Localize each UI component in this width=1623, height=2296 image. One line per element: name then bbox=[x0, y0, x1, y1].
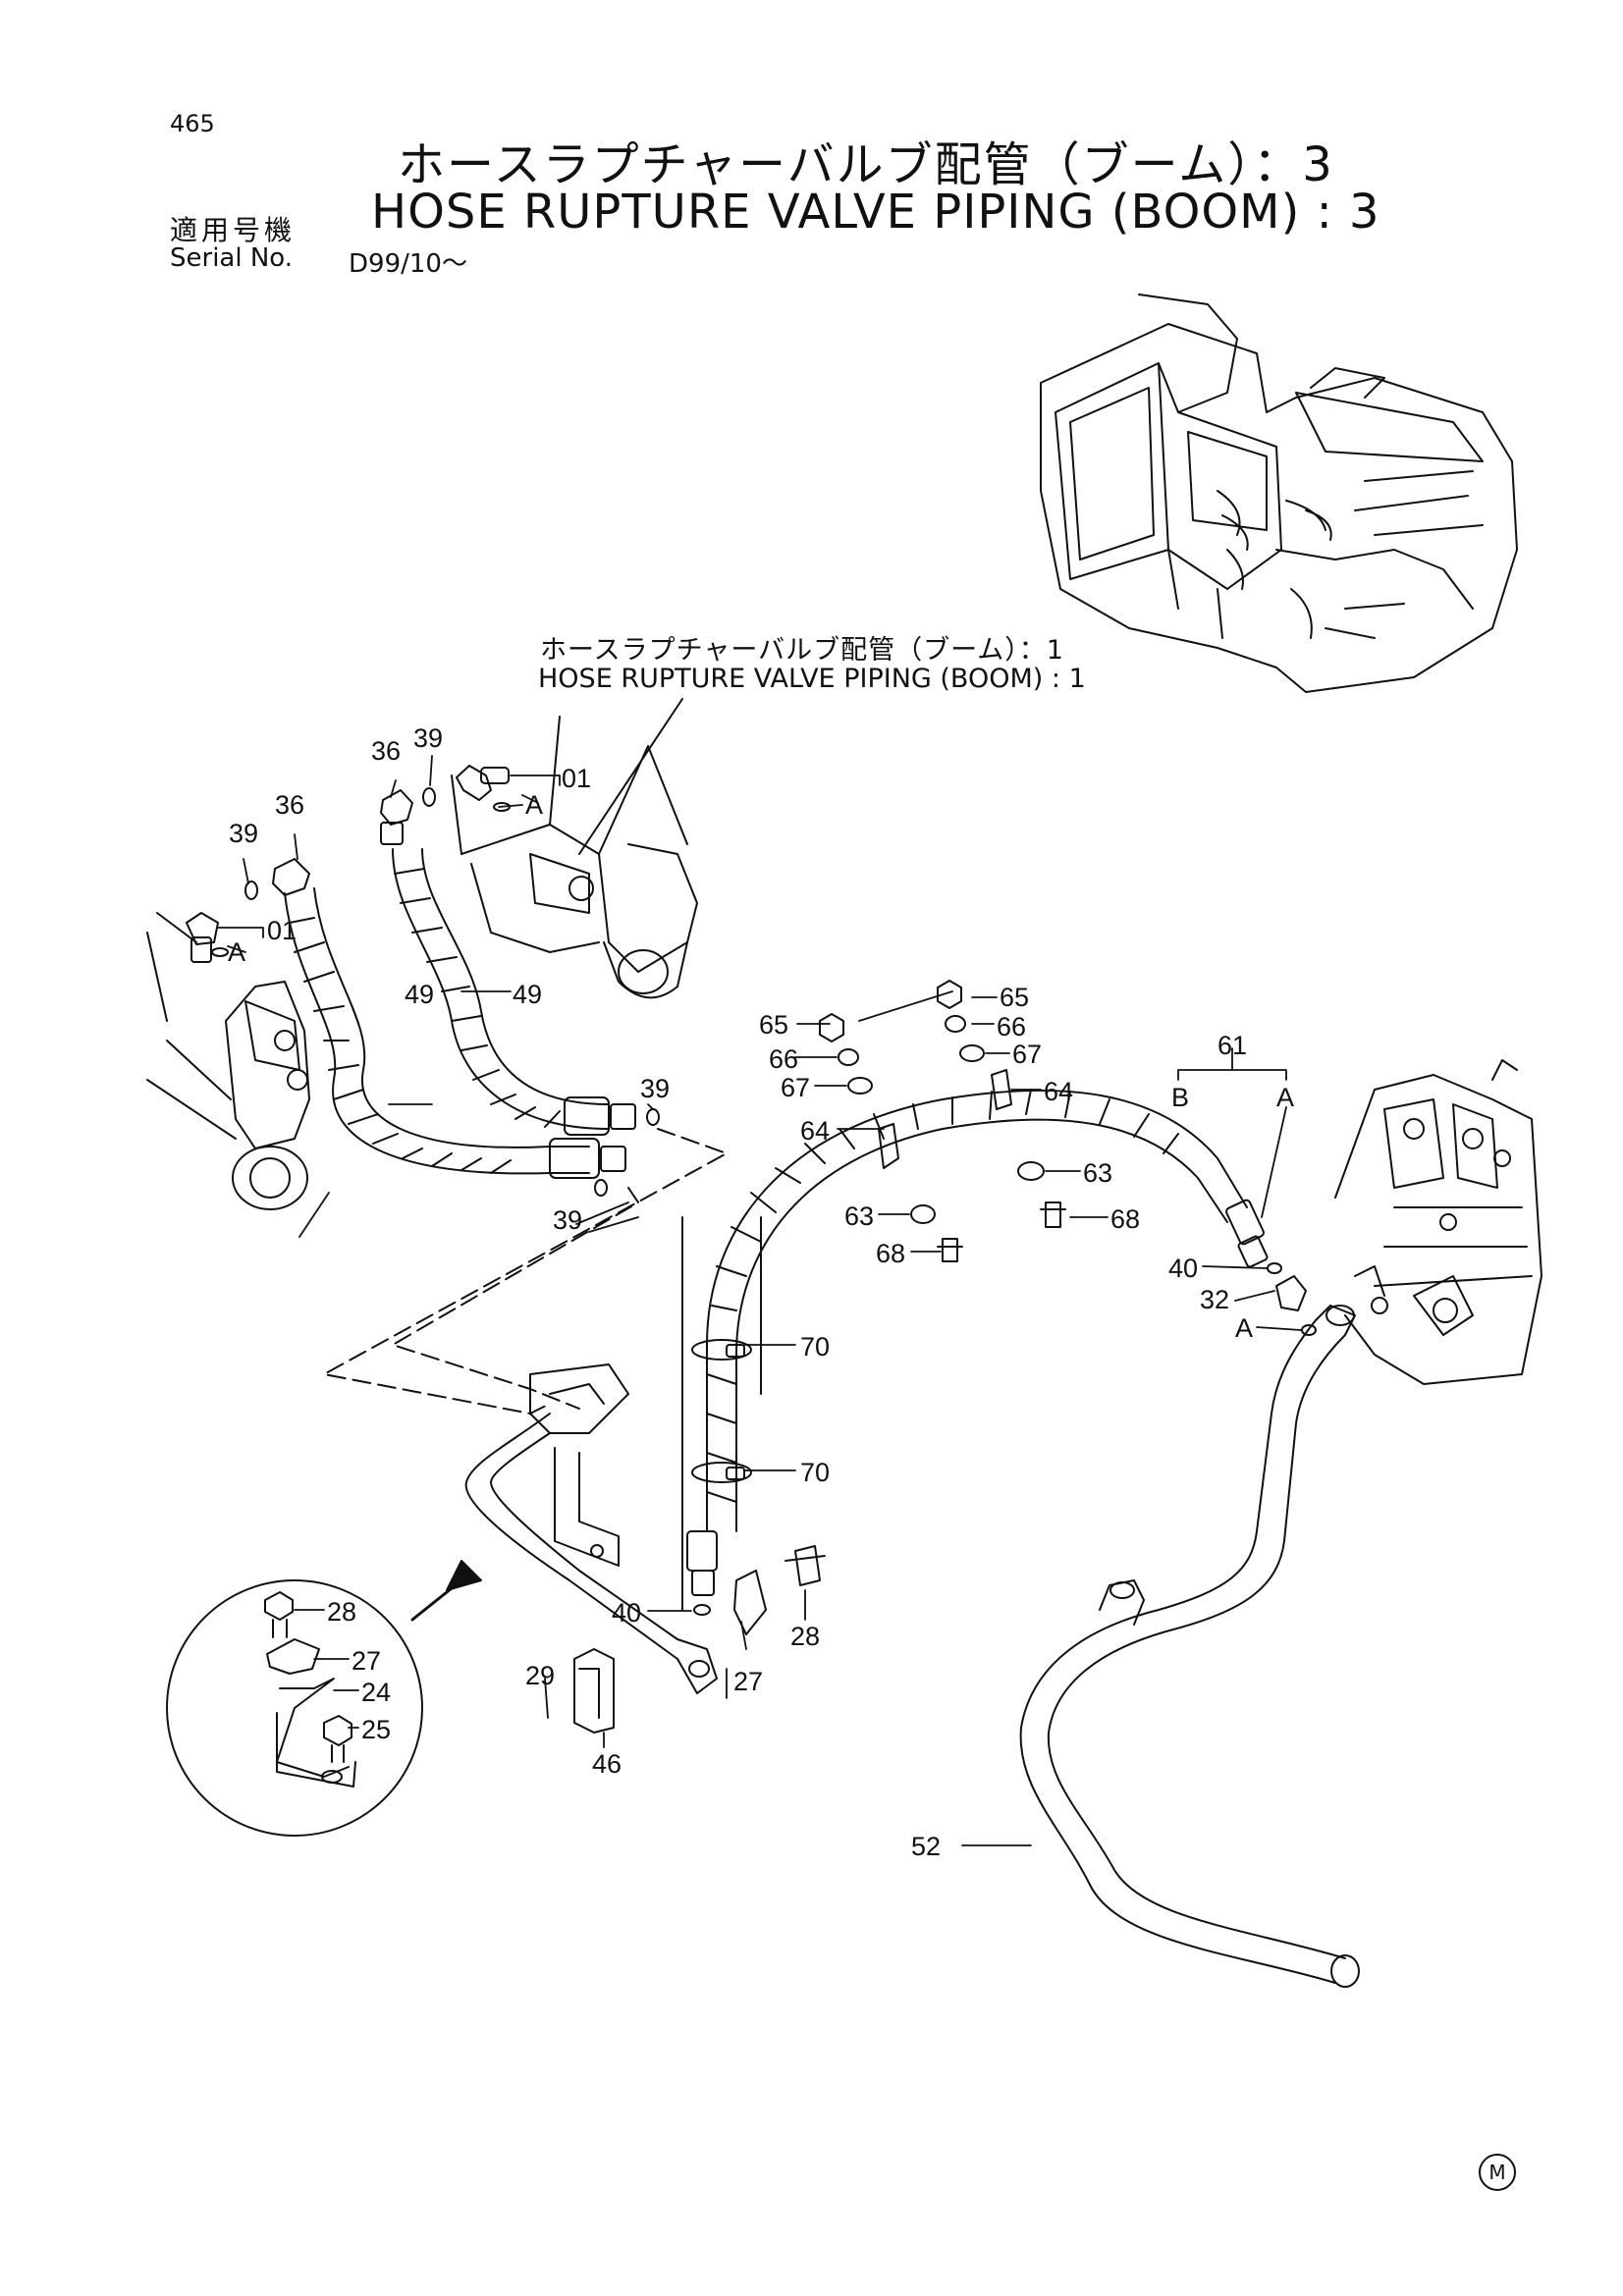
pipe-52 bbox=[1019, 1305, 1360, 1988]
callout-65: 65 bbox=[1000, 983, 1030, 1012]
title-english: HOSE RUPTURE VALVE PIPING (BOOM) : 3 bbox=[371, 185, 1380, 240]
title-japanese: ホースラプチャーバルブ配管（ブーム）：3 bbox=[398, 137, 1334, 192]
callout-24: 24 bbox=[361, 1678, 392, 1707]
callout-25: 25 bbox=[361, 1715, 392, 1744]
callout-52: 52 bbox=[911, 1832, 942, 1861]
excavator-overview-illustration bbox=[1040, 294, 1518, 693]
clamp-64-b bbox=[991, 1069, 1012, 1110]
callout-68: 68 bbox=[1110, 1204, 1141, 1234]
lower-fittings bbox=[186, 858, 310, 963]
callout-46: 46 bbox=[592, 1749, 622, 1779]
callout-64: 64 bbox=[800, 1116, 831, 1146]
detail-view-circle bbox=[166, 1560, 482, 1837]
clamp-27-b bbox=[733, 1570, 767, 1635]
oring-40-a bbox=[1267, 1262, 1282, 1274]
clamp-64-a bbox=[878, 1123, 899, 1169]
callout-65: 65 bbox=[759, 1010, 789, 1040]
callout-29: 29 bbox=[525, 1661, 556, 1690]
callout-39: 39 bbox=[553, 1205, 583, 1235]
nut-65-b bbox=[937, 980, 962, 1009]
callout-01: 01 bbox=[562, 764, 592, 793]
bolt-68-a bbox=[937, 1238, 963, 1262]
oring-32 bbox=[1301, 1324, 1317, 1336]
washer-63-a bbox=[910, 1204, 936, 1224]
fitting-32 bbox=[1275, 1275, 1307, 1311]
callout-66: 66 bbox=[997, 1012, 1027, 1041]
callout-70: 70 bbox=[800, 1332, 831, 1362]
washer-66-b bbox=[945, 1015, 966, 1033]
callout-67: 67 bbox=[1012, 1040, 1043, 1069]
callout-01: 01 bbox=[267, 916, 298, 945]
hose-rupture-valve-lower bbox=[146, 912, 310, 1210]
callout-63: 63 bbox=[844, 1201, 875, 1231]
callout-61: 61 bbox=[1217, 1031, 1248, 1060]
control-valve-block bbox=[1334, 1059, 1542, 1385]
callout-28: 28 bbox=[327, 1597, 357, 1627]
callout-67: 67 bbox=[781, 1073, 811, 1102]
callout-63: 63 bbox=[1083, 1158, 1113, 1188]
reference-leader-line bbox=[578, 698, 683, 855]
vertical-hose-segment bbox=[681, 1216, 762, 1616]
serial-range: D99/10～ bbox=[349, 249, 467, 279]
callout-A: A bbox=[1276, 1083, 1295, 1112]
callout-28: 28 bbox=[790, 1622, 821, 1651]
clamp-46-inner bbox=[578, 1668, 600, 1719]
bolt-28-b bbox=[784, 1545, 826, 1586]
washer-66-a bbox=[838, 1048, 859, 1066]
pipe-29 bbox=[464, 1363, 718, 1694]
reference-title-english: HOSE RUPTURE VALVE PIPING (BOOM) : 1 bbox=[538, 664, 1086, 694]
nut-65-a bbox=[819, 1013, 844, 1042]
callout-39: 39 bbox=[413, 723, 444, 753]
callout-49: 49 bbox=[405, 980, 435, 1009]
callout-36: 36 bbox=[275, 790, 305, 820]
washer-67-a bbox=[847, 1077, 873, 1095]
connection-dashed-lines bbox=[323, 1128, 728, 1415]
hose-49 bbox=[284, 848, 660, 1197]
manufacturer-mark-icon: M bbox=[1479, 2154, 1516, 2191]
reference-title-japanese: ホースラプチャーバルブ配管（ブーム）：1 bbox=[540, 635, 1064, 666]
callout-leaders bbox=[217, 755, 1302, 1846]
callout-A: A bbox=[1235, 1313, 1254, 1343]
callout-64: 64 bbox=[1044, 1077, 1074, 1106]
hose-rupture-valve-upper bbox=[451, 716, 698, 999]
callout-B: B bbox=[1171, 1083, 1190, 1112]
callout-66: 66 bbox=[769, 1044, 799, 1074]
applicable-models-label: 適用号機 bbox=[170, 214, 297, 246]
hose-61 bbox=[706, 1089, 1269, 1356]
callout-39: 39 bbox=[640, 1074, 671, 1103]
serial-number-label: Serial No. bbox=[170, 243, 293, 273]
upper-fittings bbox=[380, 765, 511, 845]
callout-A: A bbox=[525, 790, 544, 820]
callout-70: 70 bbox=[800, 1458, 831, 1487]
callout-32: 32 bbox=[1200, 1285, 1230, 1314]
callout-49: 49 bbox=[513, 980, 543, 1009]
callout-A: A bbox=[228, 937, 246, 967]
clamp-46 bbox=[573, 1648, 615, 1734]
callout-27: 27 bbox=[733, 1667, 764, 1696]
page-number: 465 bbox=[170, 110, 215, 137]
callout-36: 36 bbox=[371, 736, 402, 766]
callout-27: 27 bbox=[352, 1646, 382, 1676]
callout-40: 40 bbox=[612, 1598, 642, 1628]
callout-68: 68 bbox=[876, 1239, 906, 1268]
washer-67-b bbox=[959, 1044, 985, 1062]
callout-39: 39 bbox=[229, 819, 259, 848]
hardware-parts bbox=[573, 980, 1317, 1734]
callout-40: 40 bbox=[1168, 1254, 1199, 1283]
washer-63-b bbox=[1017, 1161, 1045, 1181]
bolt-68-b bbox=[1040, 1201, 1066, 1228]
